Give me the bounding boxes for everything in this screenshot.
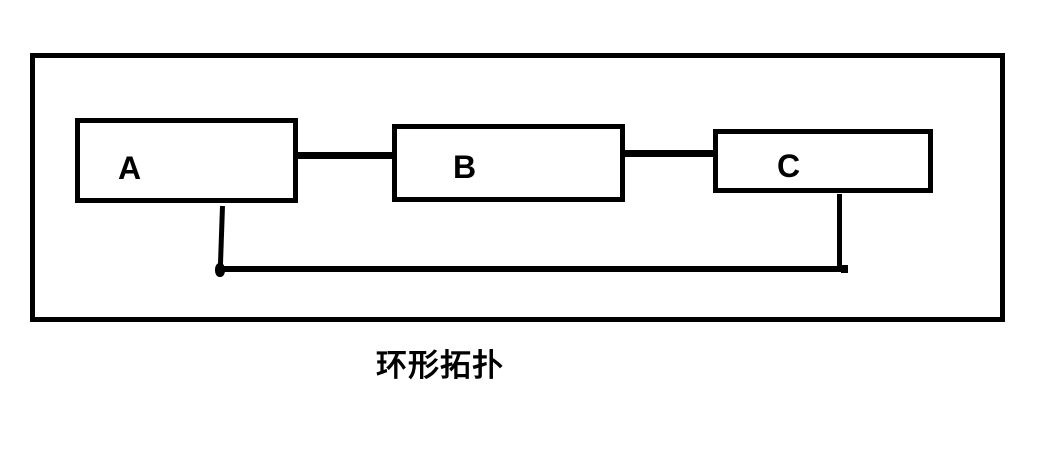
ring-return-horizontal <box>219 266 846 272</box>
junction-dot-c <box>841 265 848 273</box>
link-b-to-c <box>620 150 718 157</box>
node-c-label: C <box>777 148 801 184</box>
diagram-caption: 环形拓扑 <box>376 348 504 383</box>
node-b-label: B <box>453 149 477 185</box>
link-a-to-b <box>293 152 397 159</box>
node-a-label: A <box>118 150 142 186</box>
node-a: A <box>75 118 298 203</box>
node-c: C <box>713 129 933 193</box>
topology-boundary-rect <box>30 53 1005 322</box>
ring-return-vertical-from-c <box>837 194 842 268</box>
node-b: B <box>392 124 625 202</box>
junction-dot-a <box>215 263 225 277</box>
